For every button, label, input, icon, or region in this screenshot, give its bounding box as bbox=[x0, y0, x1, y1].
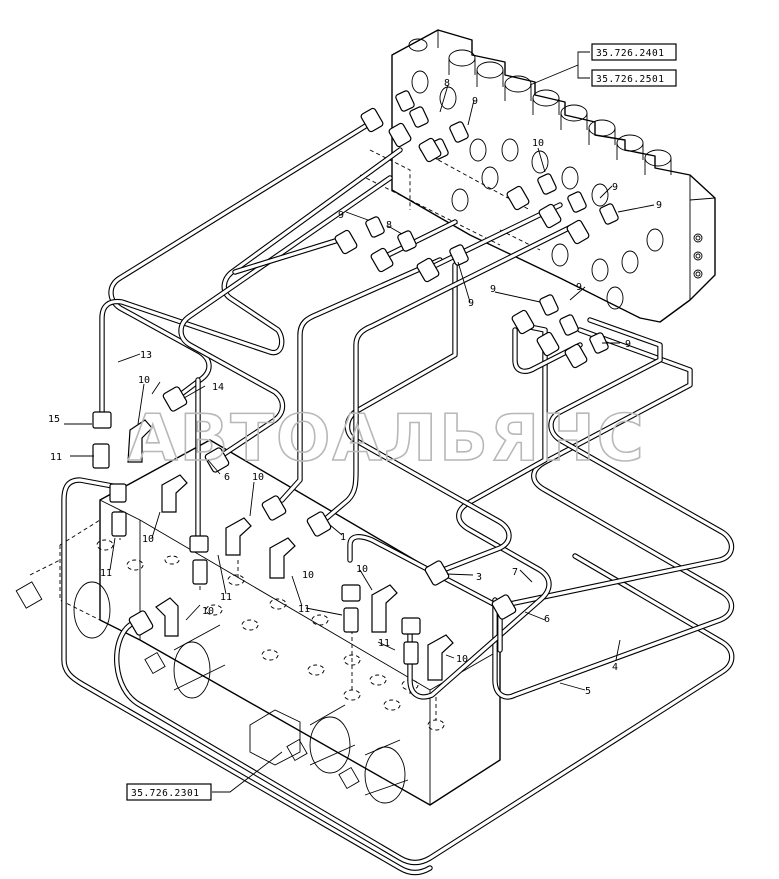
callout-11-d: 11 bbox=[298, 604, 310, 615]
callout-6-b: 6 bbox=[544, 614, 550, 625]
callout-10-g: 10 bbox=[456, 654, 468, 665]
reference-labels: 35.726.2401 35.726.2501 35.726.2301 bbox=[126, 43, 677, 801]
callout-4: 4 bbox=[612, 662, 618, 673]
callout-11-b: 11 bbox=[100, 568, 112, 579]
callout-10-d: 10 bbox=[202, 606, 214, 617]
ref-label-2: 35.726.2501 bbox=[596, 74, 664, 85]
hydraulic-pipes bbox=[61, 119, 735, 876]
callout-7: 7 bbox=[512, 567, 518, 578]
callout-14: 14 bbox=[212, 382, 224, 393]
callout-9-d: 9 bbox=[625, 339, 631, 350]
callout-10-f: 10 bbox=[356, 564, 368, 575]
callout-13: 13 bbox=[140, 350, 152, 361]
callout-10-b: 10 bbox=[252, 472, 264, 483]
callout-15: 15 bbox=[48, 414, 60, 425]
callout-3: 3 bbox=[476, 572, 482, 583]
callout-10-e: 10 bbox=[302, 570, 314, 581]
callout-6-a: 6 bbox=[224, 472, 230, 483]
callout-leaders bbox=[64, 84, 655, 691]
callout-10-c: 10 bbox=[142, 534, 154, 545]
callout-9-h: 9 bbox=[472, 96, 478, 107]
callout-11-c: 11 bbox=[220, 592, 232, 603]
callout-10-a: 10 bbox=[138, 375, 150, 386]
ref-label-1: 35.726.2401 bbox=[596, 48, 664, 59]
callout-11-a: 11 bbox=[50, 452, 62, 463]
callout-5: 5 bbox=[585, 686, 591, 697]
lower-valve-block bbox=[15, 439, 501, 806]
callout-9-e: 9 bbox=[338, 210, 344, 221]
callout-9-c: 9 bbox=[576, 282, 582, 293]
ref-box-1 bbox=[591, 43, 677, 61]
ref-box-2 bbox=[591, 69, 677, 87]
callout-8-b: 8 bbox=[444, 78, 450, 89]
callout-8: 8 bbox=[386, 220, 392, 231]
callout-9-f: 9 bbox=[612, 182, 618, 193]
callout-numbers: 13 10 14 15 11 6 10 10 11 11 10 10 11 1 … bbox=[48, 78, 662, 697]
callout-9-a: 9 bbox=[468, 298, 474, 309]
callout-10-h: 10 bbox=[532, 138, 544, 149]
fittings bbox=[92, 90, 619, 681]
callout-9-g: 9 bbox=[656, 200, 662, 211]
callout-1: 1 bbox=[340, 532, 346, 543]
watermark: АВТОАЛЬЯНС bbox=[128, 402, 646, 476]
ref-label-3: 35.726.2301 bbox=[131, 788, 199, 799]
callout-9-b: 9 bbox=[490, 284, 496, 295]
control-valve-block bbox=[359, 29, 716, 323]
ref-box-3 bbox=[126, 783, 212, 801]
callout-11-e: 11 bbox=[378, 638, 390, 649]
